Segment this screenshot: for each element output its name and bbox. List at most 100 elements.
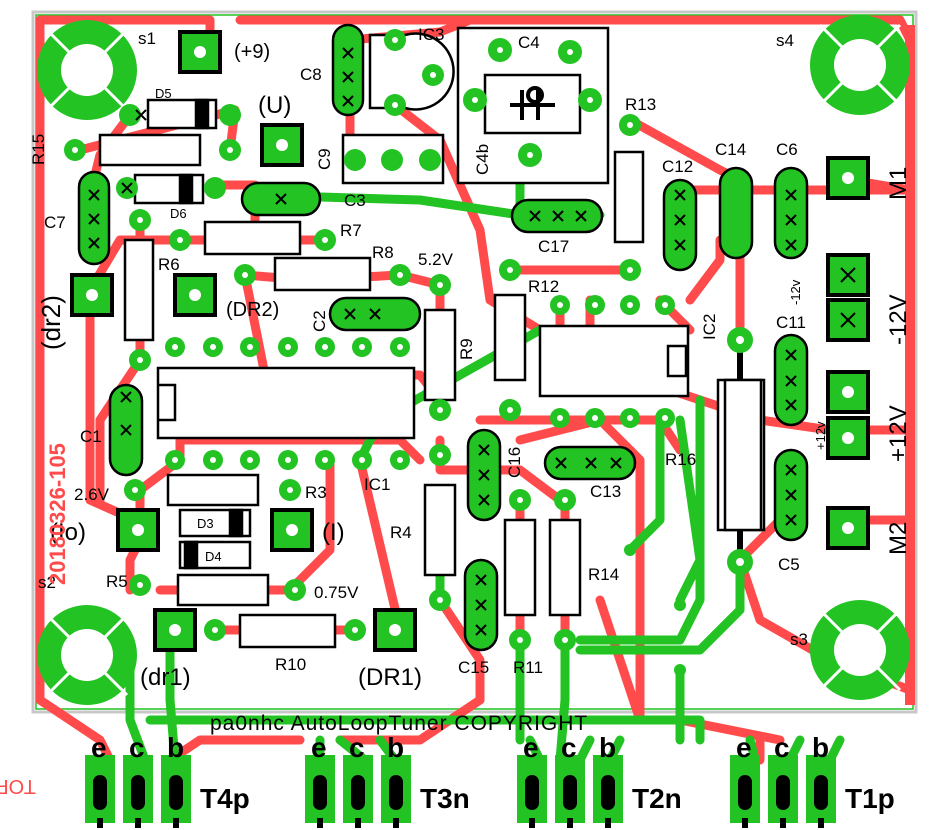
component-labels: R15 D5 D6 C7 R6 C8 C9 IC3 C4 C4b C3 R7 R… bbox=[29, 25, 806, 677]
label-r16: R16 bbox=[665, 450, 696, 469]
r11-body bbox=[503, 518, 537, 617]
r6-body bbox=[123, 238, 155, 342]
net-label-0v75: 0.75V bbox=[314, 583, 359, 602]
transistor-pin-label-b: b bbox=[387, 732, 404, 763]
transistor-slot-t4p-c bbox=[131, 775, 145, 810]
net-label-dr1-small: (dr1) bbox=[140, 664, 191, 691]
transistor-slot-t4p-e bbox=[93, 775, 107, 810]
net-label-u: (U) bbox=[258, 92, 291, 119]
label-r11: R11 bbox=[513, 658, 543, 677]
ic3-body bbox=[368, 32, 455, 111]
c12-body bbox=[662, 178, 698, 272]
transistor-slot-t3n-b bbox=[389, 775, 403, 810]
net-label-dr1-big: (DR1) bbox=[358, 664, 422, 691]
r13-body bbox=[613, 150, 645, 244]
mounting-hole-s3: s3 bbox=[790, 600, 910, 700]
label-c12: C12 bbox=[662, 157, 693, 176]
transistor-label: T2n bbox=[632, 783, 682, 814]
net-labels: (+9) (U) (DR2) 5.2V 2.6V 0.75V (Io) (I) … bbox=[50, 41, 912, 691]
label-c8: C8 bbox=[300, 65, 322, 84]
transistor-tick-t4p-b bbox=[173, 818, 179, 828]
label-r8: R8 bbox=[372, 243, 394, 262]
label-d4: D4 bbox=[205, 549, 222, 564]
transistor-pin-label-c: c bbox=[349, 732, 365, 763]
label-r13: R13 bbox=[625, 95, 656, 114]
r15-body bbox=[98, 133, 202, 167]
transistor-pin-label-c: c bbox=[129, 732, 145, 763]
label-d3: D3 bbox=[197, 516, 214, 531]
r10-body bbox=[238, 613, 337, 649]
board-date-code: 20180326-105 bbox=[45, 443, 70, 585]
label-c1: C1 bbox=[80, 427, 102, 446]
mount-label-s3: s3 bbox=[790, 630, 808, 649]
transistor-tick-t2n-e bbox=[529, 818, 535, 828]
transistor-pin-label-e: e bbox=[91, 732, 107, 763]
label-c6: C6 bbox=[776, 140, 798, 159]
label-dr2-vertical: (dr2) bbox=[36, 295, 66, 350]
ic1-body bbox=[156, 366, 416, 440]
label-r9: R9 bbox=[457, 338, 476, 360]
transistor-pin-label-e: e bbox=[523, 732, 539, 763]
d6-band bbox=[178, 173, 194, 205]
transistor-slot-t3n-e bbox=[313, 775, 327, 810]
label-r4: R4 bbox=[390, 523, 412, 542]
copyright-text: pa0nhc AutoLoopTuner COPYRIGHT bbox=[210, 712, 588, 735]
transistor-slot-t1p-e bbox=[738, 775, 752, 810]
transistor-slot-t2n-b bbox=[601, 775, 615, 810]
transistor-slot-t2n-e bbox=[525, 775, 539, 810]
transistor-tick-t1p-e bbox=[742, 818, 748, 828]
net-label-m2: M2 bbox=[885, 522, 912, 555]
label-c2: C2 bbox=[310, 310, 329, 332]
d4-band bbox=[183, 540, 199, 570]
net-label-2v6: 2.6V bbox=[74, 485, 110, 504]
label-ic1: IC1 bbox=[364, 475, 390, 494]
label-c9: C9 bbox=[315, 148, 334, 170]
label-c7: C7 bbox=[44, 213, 66, 232]
transistor-pin-label-e: e bbox=[736, 732, 752, 763]
label-c15: C15 bbox=[458, 658, 489, 677]
net-label-dr2: (DR2) bbox=[226, 299, 279, 321]
transistor-label: T1p bbox=[845, 783, 895, 814]
top-copper-bar-right bbox=[905, 25, 915, 705]
transistor-tick-t3n-e bbox=[317, 818, 323, 828]
supply-pad-marks bbox=[840, 267, 856, 328]
r16-inner-body bbox=[723, 378, 763, 532]
r4-body bbox=[423, 483, 457, 577]
label-c17: C17 bbox=[538, 237, 569, 256]
transistor-slot-t1p-c bbox=[776, 775, 790, 810]
transistor-slot-t4p-b bbox=[169, 775, 183, 810]
label-r14: R14 bbox=[588, 565, 619, 584]
net-label-i: (I) bbox=[322, 519, 345, 546]
transistor-slot-t3n-c bbox=[351, 775, 365, 810]
net-label-5v2: 5.2V bbox=[418, 250, 454, 269]
label-r6: R6 bbox=[158, 255, 180, 274]
r8-body bbox=[273, 256, 372, 292]
label-c3: C3 bbox=[344, 191, 366, 210]
mount-label-s4: s4 bbox=[776, 31, 794, 50]
net-label-minus12-small: -12v bbox=[788, 279, 803, 305]
label-r3: R3 bbox=[305, 483, 327, 502]
label-r5: R5 bbox=[106, 572, 128, 591]
net-label-m1: M1 bbox=[885, 167, 912, 200]
c8-body bbox=[331, 23, 365, 117]
r7-body bbox=[203, 220, 302, 256]
label-ic2: IC2 bbox=[700, 314, 719, 340]
label-ic3: IC3 bbox=[418, 25, 444, 44]
ic1-notch bbox=[158, 383, 177, 422]
transistor-pin-label-b: b bbox=[599, 732, 616, 763]
mounting-hole-s4: s4 bbox=[776, 15, 910, 115]
mounting-hole-s1: s1 bbox=[37, 20, 156, 120]
label-r15: R15 bbox=[29, 134, 48, 165]
label-d6: D6 bbox=[170, 206, 187, 221]
mount-label-s2: s2 bbox=[38, 573, 56, 592]
r3-body bbox=[166, 473, 260, 507]
net-label-plus9: (+9) bbox=[234, 41, 270, 63]
transistor-tick-t3n-c bbox=[355, 818, 361, 828]
transistor-tick-t4p-c bbox=[135, 818, 141, 828]
transistor-label: T3n bbox=[420, 783, 470, 814]
label-c13: C13 bbox=[590, 482, 621, 501]
